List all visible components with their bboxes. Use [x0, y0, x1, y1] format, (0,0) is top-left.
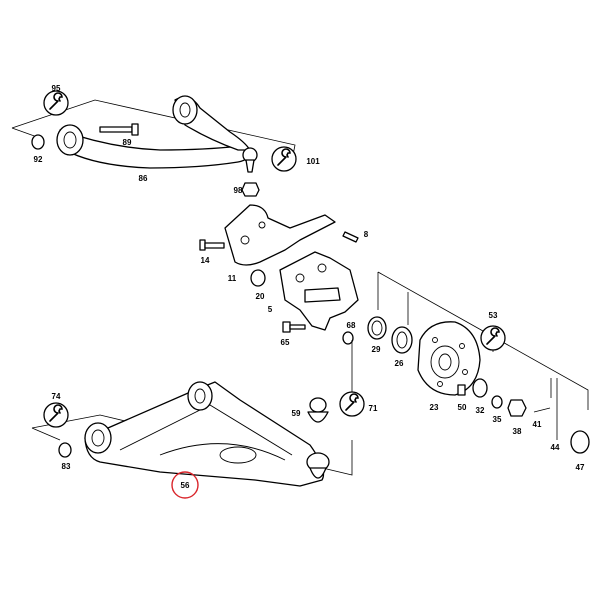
highlight-circle — [171, 471, 199, 499]
part-label-50: 50 — [458, 403, 467, 412]
torque-wrench-icon — [480, 325, 506, 351]
upper-arm-group — [11, 90, 297, 197]
part-label-71: 71 — [369, 404, 378, 413]
part-label-89: 89 — [123, 138, 132, 147]
part-label-44: 44 — [551, 443, 560, 452]
part-label-56: 56 — [181, 481, 190, 490]
part-label-26: 26 — [395, 359, 404, 368]
wheel-hub — [417, 321, 481, 396]
part-label-20: 20 — [256, 292, 265, 301]
part-label-59: 59 — [292, 409, 301, 418]
torque-wrench-icon — [339, 391, 365, 417]
part-label-95: 95 — [52, 84, 61, 93]
part-label-8: 8 — [364, 230, 369, 239]
part-label-11: 11 — [228, 274, 237, 283]
part-label-92: 92 — [34, 155, 43, 164]
lower-arm-group — [31, 340, 365, 487]
part-label-47: 47 — [576, 463, 585, 472]
part-label-38: 38 — [513, 427, 522, 436]
part-label-32: 32 — [476, 406, 485, 415]
part-label-65: 65 — [281, 338, 290, 347]
part-label-35: 35 — [493, 415, 502, 424]
part-label-68: 68 — [347, 321, 356, 330]
knuckle-group — [199, 204, 359, 345]
torque-wrench-icon — [43, 90, 69, 116]
hub-group — [367, 271, 590, 454]
part-label-14: 14 — [201, 256, 210, 265]
torque-wrench-icon — [271, 146, 297, 172]
part-label-86: 86 — [139, 174, 148, 183]
part-label-5: 5 — [268, 305, 273, 314]
part-label-98: 98 — [234, 186, 243, 195]
part-label-101: 101 — [306, 157, 320, 166]
part-label-23: 23 — [430, 403, 439, 412]
part-label-29: 29 — [372, 345, 381, 354]
lower-control-arm — [84, 381, 325, 487]
part-label-83: 83 — [62, 462, 71, 471]
part-label-53: 53 — [489, 311, 498, 320]
part-label-41: 41 — [533, 420, 542, 429]
steering-arm — [224, 204, 336, 266]
part-label-74: 74 — [52, 392, 61, 401]
torque-wrench-icon — [43, 402, 69, 428]
part-labels: 95 89 92 86 101 98 8 14 11 20 5 65 68 29… — [34, 84, 585, 490]
